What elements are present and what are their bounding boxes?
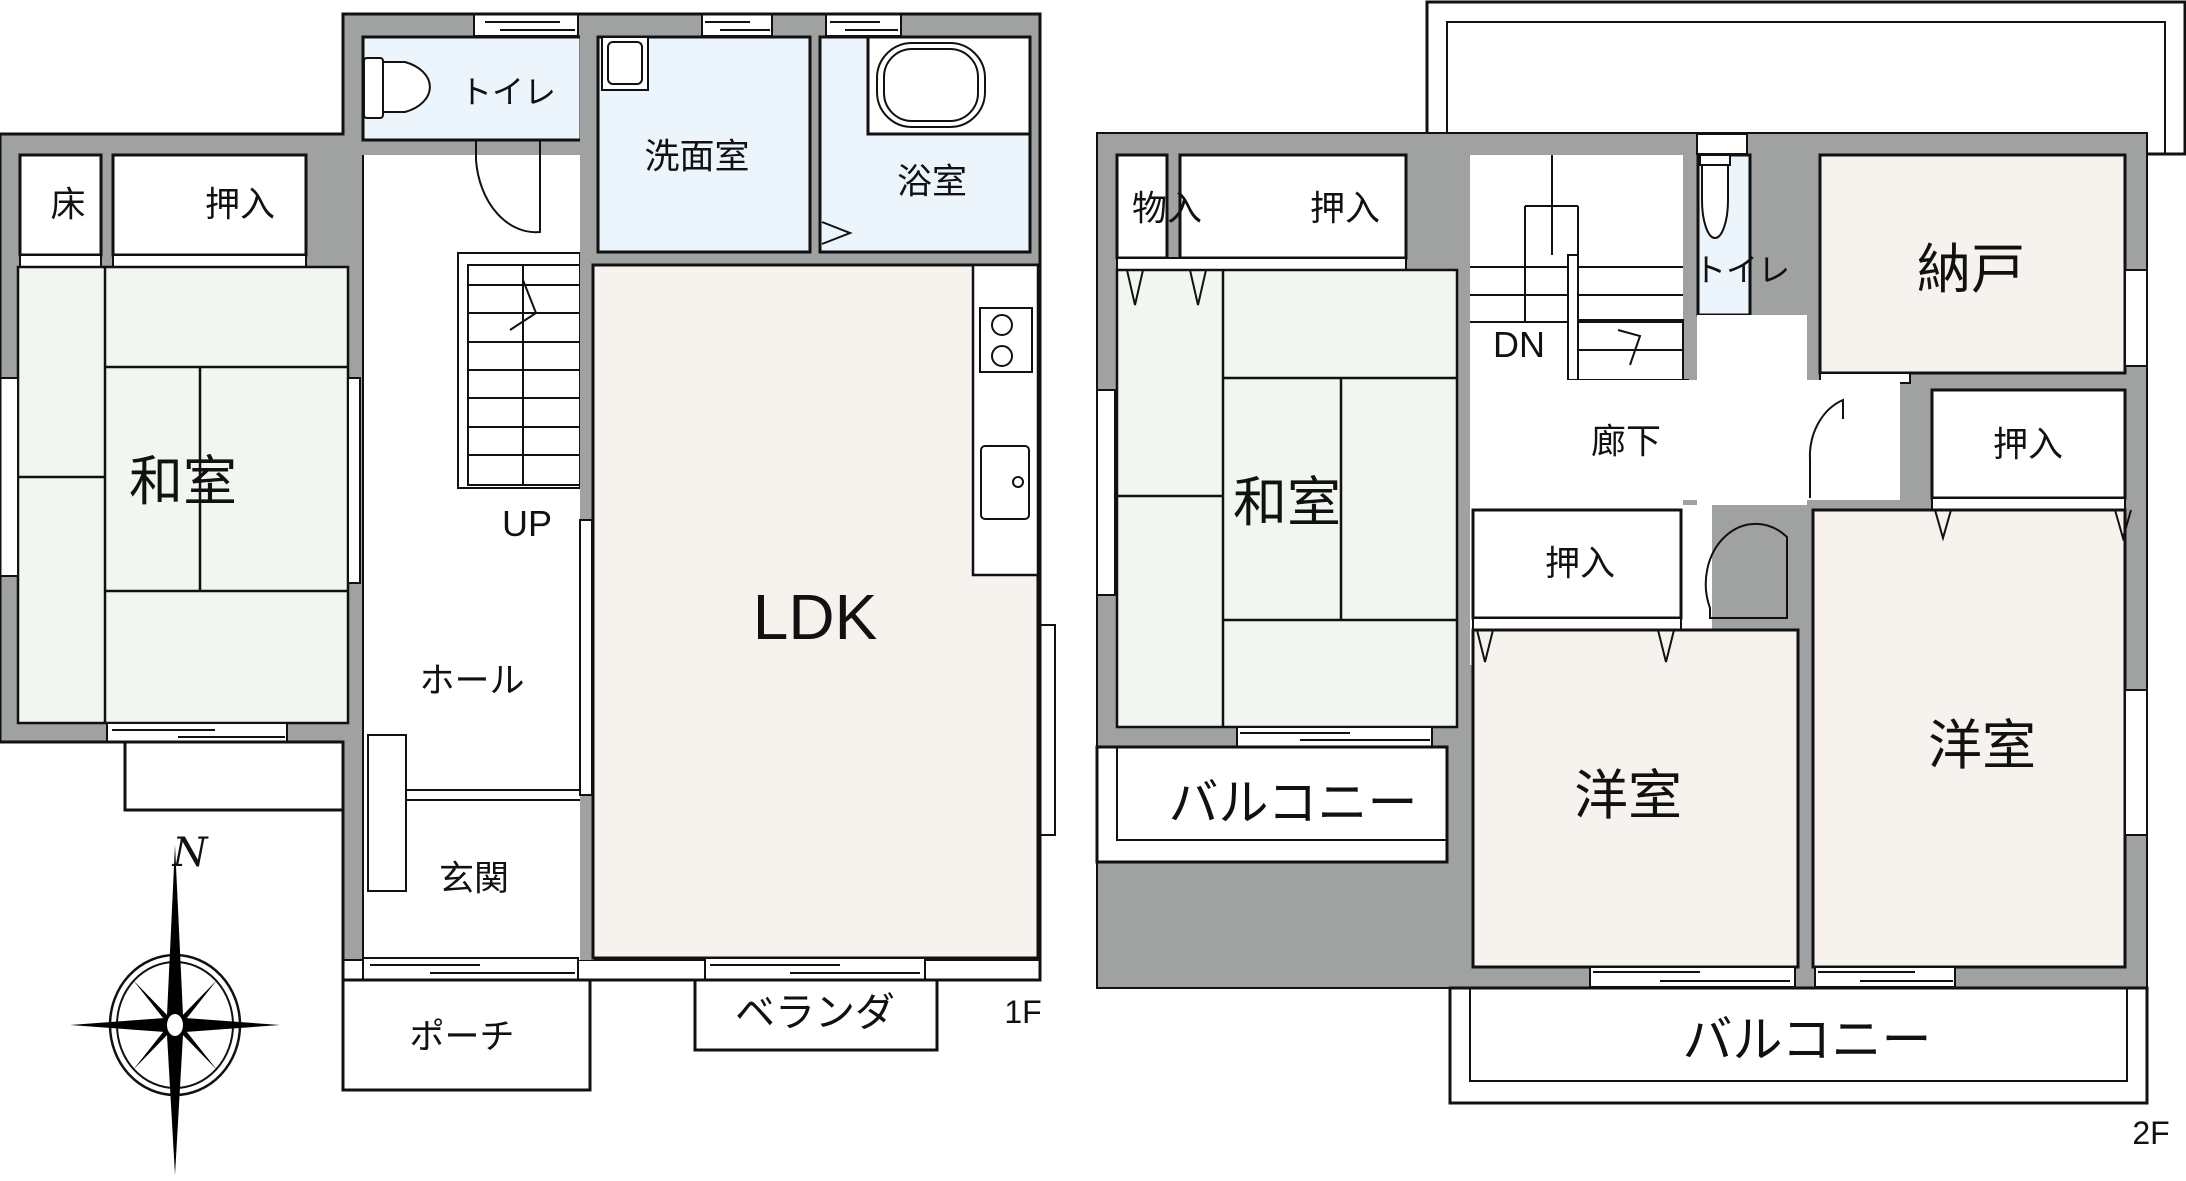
- stairs-1f: [457, 252, 581, 489]
- washbasin-icon: [601, 36, 649, 91]
- label-toilet-1f: トイレ: [459, 73, 557, 111]
- label-youshitsu-2: 洋室: [1928, 714, 2036, 777]
- label-toko: 床: [50, 185, 86, 226]
- label-monoire: 物入: [1131, 189, 1203, 230]
- toilet-icon: [363, 57, 431, 119]
- label-hall: ホール: [419, 661, 525, 702]
- room-oshiire-1f: [111, 153, 308, 257]
- stove-icon: [979, 307, 1033, 373]
- label-washitsu-1f: 和室: [129, 450, 237, 513]
- label-nando: 納戸: [1917, 238, 2025, 301]
- room-oshiire-2f-3: [1930, 388, 2127, 500]
- label-porch: ポーチ: [409, 1017, 515, 1058]
- bathtub-icon: [866, 35, 1032, 136]
- room-washitsu-1f: [16, 265, 350, 725]
- label-stairs-up: UP: [501, 503, 553, 544]
- label-oshiire-1f: 押入: [204, 185, 276, 226]
- stairs-arrow-icon: [1617, 329, 1642, 366]
- label-north: N: [172, 830, 208, 876]
- room-ldk: [591, 263, 1040, 960]
- sink-icon: [980, 445, 1030, 520]
- bath-door-icon: [821, 221, 853, 245]
- label-senmenjo: 洗面室: [644, 137, 750, 178]
- label-floor-2f: 2F: [2132, 1115, 2170, 1151]
- room-senmenjo: [596, 35, 812, 254]
- toilet-icon: [1699, 154, 1731, 239]
- label-oshiire-2f-1: 押入: [1309, 189, 1381, 230]
- floor-2f: [1095, 0, 2186, 1105]
- label-youshitsu-1: 洋室: [1574, 764, 1682, 827]
- label-balcony-2f-left: バルコニー: [1168, 774, 1418, 832]
- label-rouka: 廊下: [1590, 422, 1662, 463]
- label-balcony-2f-bottom: バルコニー: [1682, 1011, 1932, 1069]
- door-swing-youshitsu-2: [1808, 398, 1844, 498]
- eave-outline-1f: [123, 740, 345, 812]
- label-ldk: LDK: [752, 581, 878, 653]
- balcony-top-2f: [1425, 0, 2186, 156]
- shoe-cabinet: [367, 734, 407, 892]
- door-swing-youshitsu-1: [1704, 522, 1788, 619]
- label-stairs-down: DN: [1493, 324, 1545, 365]
- room-toko: [18, 153, 103, 257]
- room-oshiire-2f-2: [1471, 508, 1683, 620]
- balcony-2f-bottom: [1448, 986, 2149, 1105]
- balcony-2f-left: [1095, 745, 1449, 864]
- label-oshiire-2f-2: 押入: [1544, 544, 1616, 585]
- label-floor-1f: 1F: [1004, 994, 1042, 1030]
- room-veranda: [693, 978, 939, 1052]
- door-swing-toilet-1f: [475, 141, 541, 234]
- label-toilet-2f: トイレ: [1693, 251, 1791, 289]
- label-oshiire-2f-3: 押入: [1992, 425, 2064, 466]
- label-washitsu-2f: 和室: [1233, 471, 1341, 534]
- room-youshitsu-2f-1: [1471, 628, 1800, 969]
- floor-1f: [0, 12, 1056, 1092]
- room-nando: [1818, 153, 2127, 375]
- label-genkan: 玄関: [438, 859, 510, 900]
- stairs-arrow-icon: [509, 279, 538, 331]
- room-porch: [341, 978, 592, 1092]
- compass-rose-icon: [70, 845, 280, 1175]
- label-yokushitsu: 浴室: [896, 162, 968, 203]
- label-veranda: ベランダ: [735, 990, 895, 1036]
